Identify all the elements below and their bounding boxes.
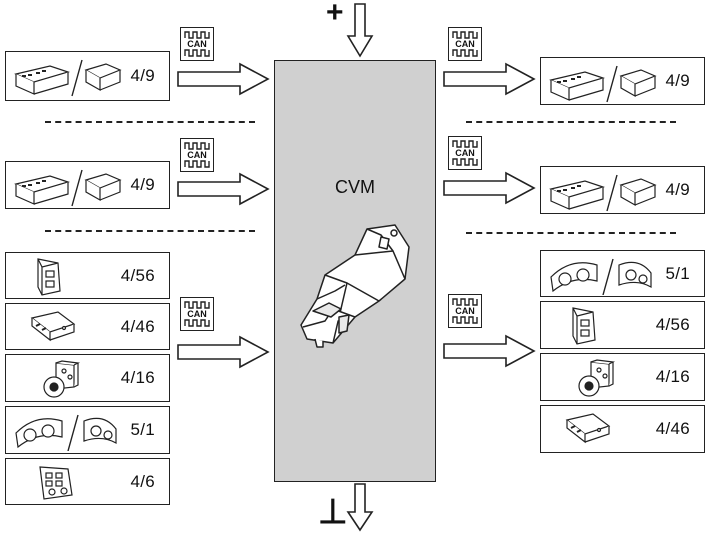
- dual-ecu-icon: [14, 59, 122, 97]
- cvm-label: CVM: [335, 177, 375, 197]
- right-separator-2: [466, 232, 676, 234]
- can-label: CAN: [187, 309, 207, 319]
- flat-ecu-icon: [565, 413, 611, 444]
- dual-ecu-icon: [549, 65, 657, 103]
- ground-symbol: ⊥: [318, 493, 348, 531]
- can-label: CAN: [455, 306, 475, 316]
- module-label: 5/1: [665, 263, 690, 283]
- right-module-4-16: 4/16: [540, 353, 705, 401]
- module-label: 4/16: [655, 367, 690, 386]
- left-module-4-6: 4/6: [5, 458, 170, 505]
- right-arrow-2: [443, 171, 536, 205]
- instrument-cluster-icon: [15, 414, 117, 451]
- can-bus-icon-left-1: CAN: [180, 27, 214, 61]
- module-label: 4/6: [130, 471, 155, 491]
- left-separator-1: [45, 121, 255, 123]
- module-label: 4/56: [655, 315, 690, 334]
- right-module-4-56: 4/56: [540, 301, 705, 349]
- control-panel-icon: [39, 466, 73, 500]
- module-label: 4/9: [665, 180, 690, 199]
- flat-ecu-icon: [30, 311, 76, 342]
- can-bus-icon-right-3: CAN: [448, 294, 482, 328]
- module-label: 4/9: [665, 71, 690, 90]
- can-bus-icon-right-1: CAN: [448, 27, 482, 61]
- module-label: 4/16: [120, 368, 155, 387]
- left-module-4-16: 4/16: [5, 354, 170, 402]
- module-label: 4/9: [130, 175, 155, 194]
- right-separator-1: [466, 121, 676, 123]
- can-label: CAN: [187, 39, 207, 49]
- power-plus-symbol: +: [326, 0, 344, 29]
- module-label: 4/46: [655, 419, 690, 438]
- left-separator-2: [45, 230, 255, 232]
- left-module-4-46: 4/46: [5, 303, 170, 350]
- module-connector-icon: [37, 258, 61, 296]
- left-arrow-2: [177, 172, 270, 206]
- right-module-4-9-a: 4/9: [540, 57, 705, 105]
- cvm-box: CVM: [274, 60, 436, 482]
- right-module-5-1: 5/1: [540, 250, 705, 297]
- hydraulic-unit-icon: [43, 360, 81, 398]
- left-module-4-9-b: 4/9: [5, 161, 170, 209]
- can-label: CAN: [455, 148, 475, 158]
- can-bus-icon-right-2: CAN: [448, 136, 482, 170]
- right-module-4-9-b: 4/9: [540, 166, 705, 214]
- module-label: 5/1: [130, 420, 155, 439]
- left-module-5-1: 5/1: [5, 406, 170, 454]
- module-connector-icon: [572, 307, 596, 345]
- module-label: 4/46: [120, 316, 155, 336]
- module-label: 4/9: [130, 66, 155, 85]
- left-module-4-56: 4/56: [5, 252, 170, 299]
- cvm-unit-icon: [300, 224, 410, 348]
- module-label: 4/56: [120, 265, 155, 285]
- can-label: CAN: [187, 150, 207, 160]
- ground-out-arrow: [346, 483, 374, 532]
- hydraulic-unit-icon: [578, 359, 616, 397]
- can-label: CAN: [455, 39, 475, 49]
- power-in-arrow: [346, 3, 374, 58]
- right-module-4-46: 4/46: [540, 405, 705, 453]
- right-arrow-3: [443, 334, 536, 368]
- dual-ecu-icon: [549, 174, 657, 212]
- right-arrow-1: [443, 62, 536, 96]
- can-bus-icon-left-3: CAN: [180, 297, 214, 331]
- left-module-4-9-a: 4/9: [5, 51, 170, 101]
- left-arrow-1: [177, 62, 270, 96]
- can-bus-icon-left-2: CAN: [180, 138, 214, 172]
- dual-ecu-icon: [14, 169, 122, 207]
- instrument-cluster-icon: [550, 258, 652, 295]
- left-arrow-3: [177, 335, 270, 369]
